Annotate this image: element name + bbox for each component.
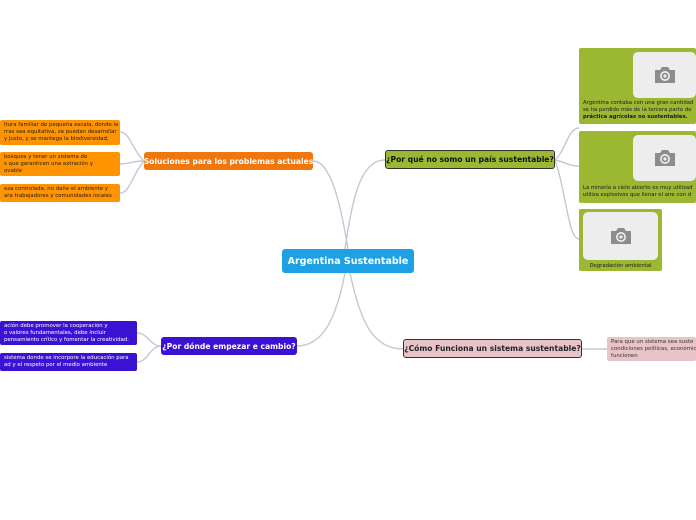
image-card-2[interactable]: La minería a cielo abierto es muy utiliz…: [579, 131, 696, 203]
card-text-line: se ha perdido más de la tercera parte de: [583, 106, 692, 113]
note-donde-1[interactable]: ación debe promover la cooperación y o v…: [0, 321, 137, 345]
card-text-line: utiliza explosivos que llenar el aire co…: [583, 191, 692, 198]
card-text-line: Argentina contaba con una gran cantidad: [583, 100, 694, 106]
link-central-como: [349, 272, 404, 350]
note-text-line: Para que un sistema sea suste: [611, 339, 694, 345]
note-text-line: rras sea equitativa, se puedan desarroll…: [4, 129, 117, 135]
central-topic[interactable]: Argentina Sustentable: [282, 249, 414, 273]
note-text-line: condiciones políticas, económic: [611, 346, 696, 352]
topic-soluciones[interactable]: Soluciones para los problemas actuales: [144, 152, 313, 170]
card-text-bold: práctica agrícolas no sustentables.: [583, 113, 688, 120]
note-text-line: bosques y tener un sistema de: [4, 154, 88, 160]
link-donde-note1: [136, 332, 162, 347]
card-text-line: Degradación ambiental: [589, 263, 652, 269]
camera-icon: [610, 228, 631, 244]
note-text-line: sistema donde se incorpore la educación …: [4, 355, 129, 361]
note-text-line: y justo, y se mantega la biodiversidad,: [4, 136, 109, 142]
note-text-line: funcionen: [611, 353, 638, 359]
link-porque-card3: [554, 159, 580, 240]
note-text-line: esa controlada, no dañe el ambiente y: [4, 186, 108, 192]
note-soluciones-3[interactable]: esa controlada, no dañe el ambiente y ar…: [0, 184, 120, 202]
camera-icon: [654, 67, 675, 83]
image-placeholder: [633, 52, 696, 98]
link-central-soluciones: [312, 160, 349, 250]
topic-como-funciona[interactable]: ¿Cómo Funciona un sistema sustentable?: [403, 339, 582, 358]
note-text-line: pensamiento crítico y fomentar la creati…: [4, 337, 129, 343]
link-soluciones-note2: [119, 160, 145, 165]
note-como-funciona[interactable]: Para que un sistema sea suste condicione…: [607, 337, 696, 361]
link-central-donde: [296, 272, 346, 347]
note-text-line: s que garanticen una extración y: [4, 161, 94, 167]
note-text-line: ltura familiar de pequeña escala, donde …: [4, 122, 119, 128]
link-central-por-que: [344, 159, 386, 250]
card-text-line: La minería a cielo abierto es muy utiliz…: [583, 185, 693, 191]
camera-icon: [654, 150, 675, 166]
link-porque-card1: [554, 127, 580, 161]
topic-por-que-no-sustentable[interactable]: ¿Por qué no somo un país sustentable?: [385, 150, 555, 169]
note-text-line: o valores fundamentales, debe incluir: [4, 330, 106, 336]
note-text-line: ación debe promover la cooperación y: [4, 323, 108, 329]
image-placeholder: [583, 212, 658, 260]
note-soluciones-1[interactable]: ltura familiar de pequeña escala, donde …: [0, 120, 120, 145]
note-soluciones-2[interactable]: bosques y tener un sistema de s que gara…: [0, 152, 120, 176]
link-porque-card2: [554, 159, 580, 167]
image-placeholder: [633, 135, 696, 181]
image-card-1[interactable]: Argentina contaba con una gran cantidad …: [579, 48, 696, 124]
topic-por-donde-empezar[interactable]: ¿Por dónde empezar e cambio?: [161, 337, 297, 355]
link-donde-note2: [136, 345, 162, 363]
image-card-3[interactable]: Degradación ambiental: [579, 209, 662, 271]
note-text-line: ad y el respeto por el medio ambiente: [4, 362, 108, 368]
note-donde-2[interactable]: sistema donde se incorpore la educación …: [0, 353, 137, 371]
note-text-line: ovable: [4, 168, 23, 174]
link-soluciones-note1: [119, 131, 145, 162]
note-text-line: ara trabajadores y comunidades locales: [4, 193, 112, 199]
link-soluciones-note3: [119, 160, 145, 194]
